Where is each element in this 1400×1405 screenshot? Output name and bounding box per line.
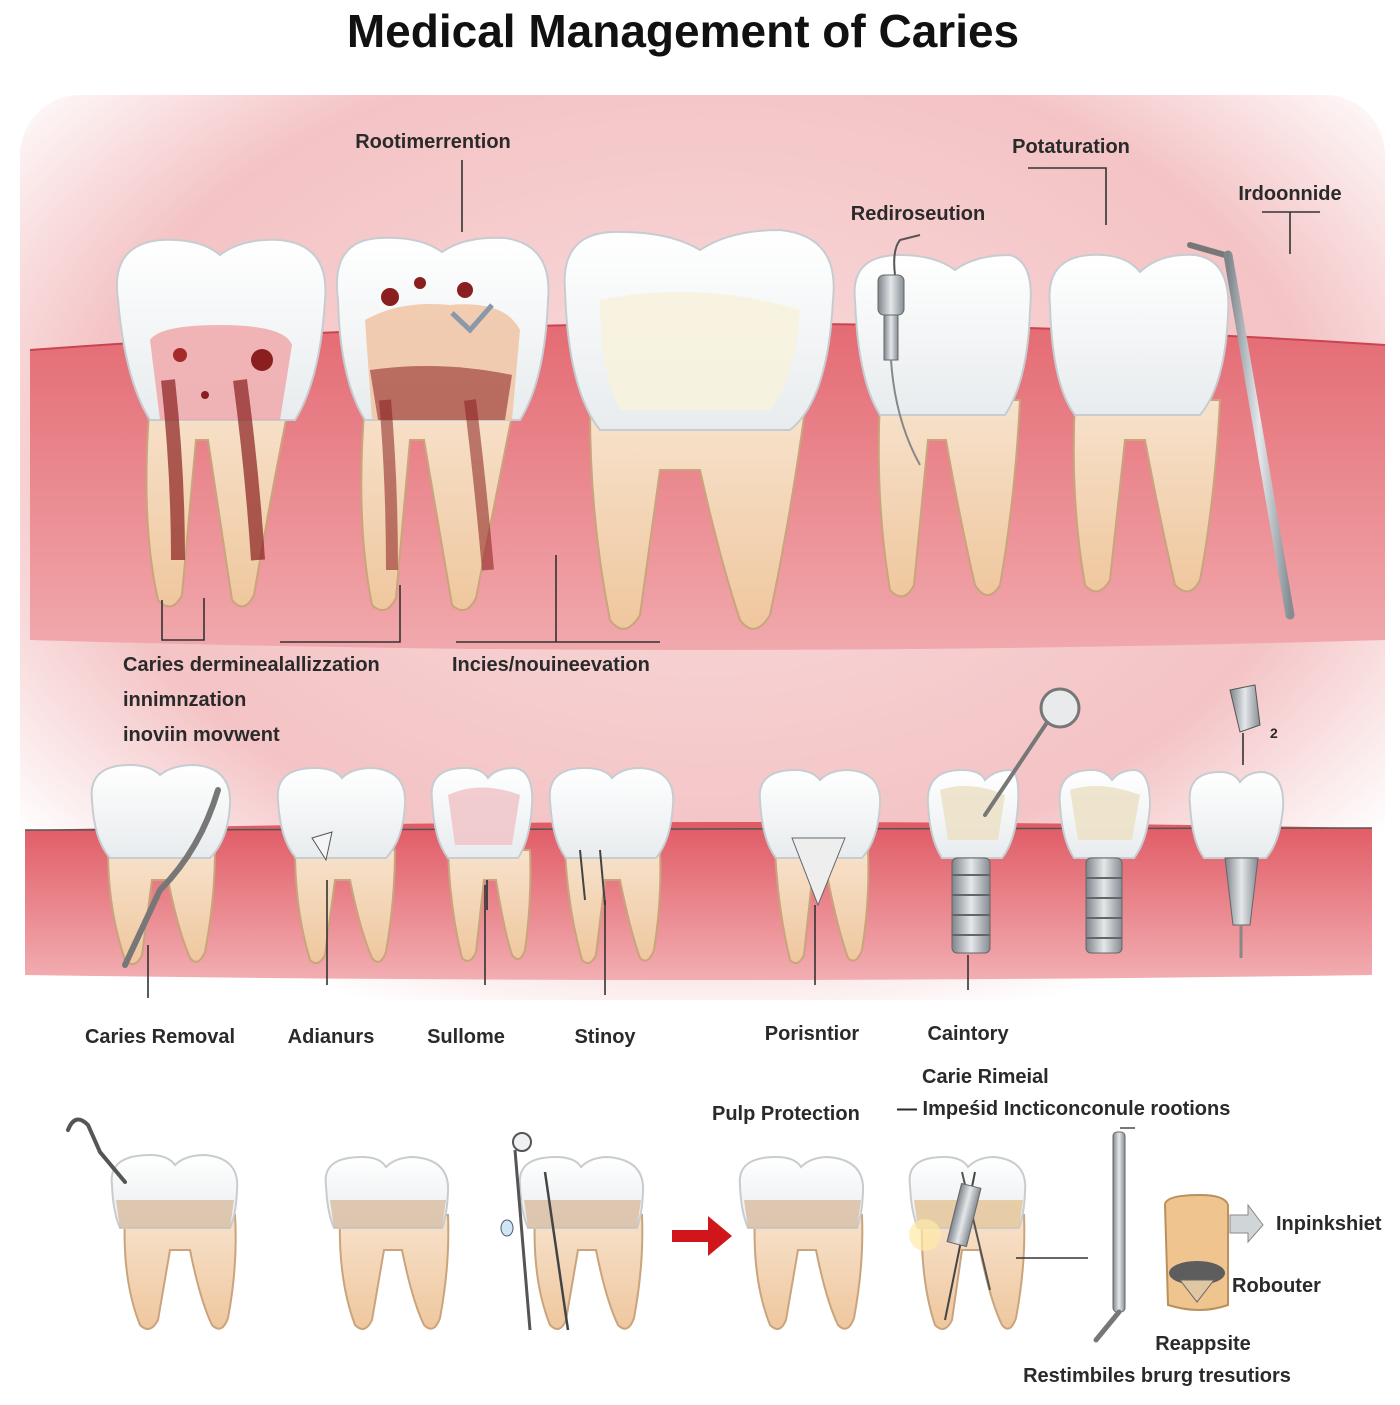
middle-tooth-4 bbox=[548, 766, 675, 965]
label-root-intervention: Rootimerrention bbox=[355, 131, 511, 153]
probe-icon bbox=[1187, 242, 1295, 620]
bottom-tooth-1 bbox=[66, 1117, 239, 1330]
label-involvement: inoviin movwent bbox=[123, 724, 280, 746]
label-hydoxide: Irdoonnide bbox=[1238, 183, 1341, 205]
label-potaturation: Potaturation bbox=[1012, 136, 1130, 158]
label-inimization: innimnzation bbox=[123, 689, 246, 711]
upper-tooth-2-carious bbox=[335, 236, 550, 612]
label-caries-removal: Caries Removal bbox=[85, 1026, 235, 1048]
long-probe-icon bbox=[1093, 1127, 1135, 1343]
label-robouter: Robouter bbox=[1232, 1275, 1321, 1297]
bottom-tooth-4 bbox=[738, 1155, 865, 1330]
label-number-two: 2 bbox=[1270, 725, 1278, 741]
leader-inimization bbox=[280, 585, 401, 643]
label-restimbiles: Restimbiles brurg tresutiors bbox=[1023, 1365, 1291, 1387]
middle-tooth-5 bbox=[758, 768, 882, 965]
middle-gum bbox=[24, 821, 1373, 980]
label-porisntior: Porisntior bbox=[765, 1023, 860, 1045]
middle-tooth-7-implant bbox=[1058, 768, 1152, 954]
bottom-tooth-5 bbox=[908, 1155, 1088, 1330]
label-caries-demin: Caries derminealallizzation bbox=[123, 654, 380, 676]
leader-caries-demin bbox=[161, 598, 205, 641]
label-incies: Incies/nouineevation bbox=[452, 654, 650, 676]
upper-tooth-3-molar bbox=[563, 228, 835, 630]
label-imperid: — Impeśid Incticonconule rootions bbox=[897, 1098, 1230, 1120]
bottom-tooth-2 bbox=[324, 1155, 450, 1330]
leader-incies bbox=[456, 555, 660, 643]
middle-tooth-1 bbox=[90, 763, 232, 968]
upper-tooth-1-carious bbox=[115, 238, 327, 608]
middle-tooth-8 bbox=[1188, 770, 1285, 958]
label-caintory: Caintory bbox=[927, 1023, 1009, 1045]
syringe-icon bbox=[877, 234, 921, 466]
middle-tooth-2 bbox=[276, 766, 407, 965]
arrow-right-icon bbox=[672, 1216, 732, 1256]
upper-tooth-5 bbox=[1048, 253, 1230, 593]
leader-potaturation bbox=[1028, 167, 1107, 225]
bottom-tooth-3 bbox=[500, 1132, 645, 1331]
label-sullome: Sullome bbox=[427, 1026, 505, 1048]
restoration-cylinder bbox=[1163, 1193, 1264, 1311]
label-inpinkshiet: Inpinkshiet bbox=[1276, 1213, 1382, 1235]
label-adianurs: Adianurs bbox=[288, 1026, 375, 1048]
leader-hydoxide bbox=[1262, 211, 1320, 254]
label-reappsite: Reappsite bbox=[1155, 1333, 1251, 1355]
middle-tooth-6-implant bbox=[926, 768, 1020, 954]
label-stinoy: Stinoy bbox=[574, 1026, 636, 1048]
label-redirosution: Rediroseution bbox=[851, 203, 985, 225]
mirror-icon bbox=[983, 687, 1081, 817]
label-carie-rimeial: Carie Rimeial bbox=[922, 1066, 1049, 1088]
label-pulp-protection: Pulp Protection bbox=[712, 1103, 860, 1125]
page-title: Medical Management of Caries bbox=[347, 5, 1019, 57]
middle-tooth-3 bbox=[430, 766, 534, 962]
drill-icon bbox=[1229, 684, 1261, 765]
implant-screw-icon bbox=[951, 857, 991, 954]
